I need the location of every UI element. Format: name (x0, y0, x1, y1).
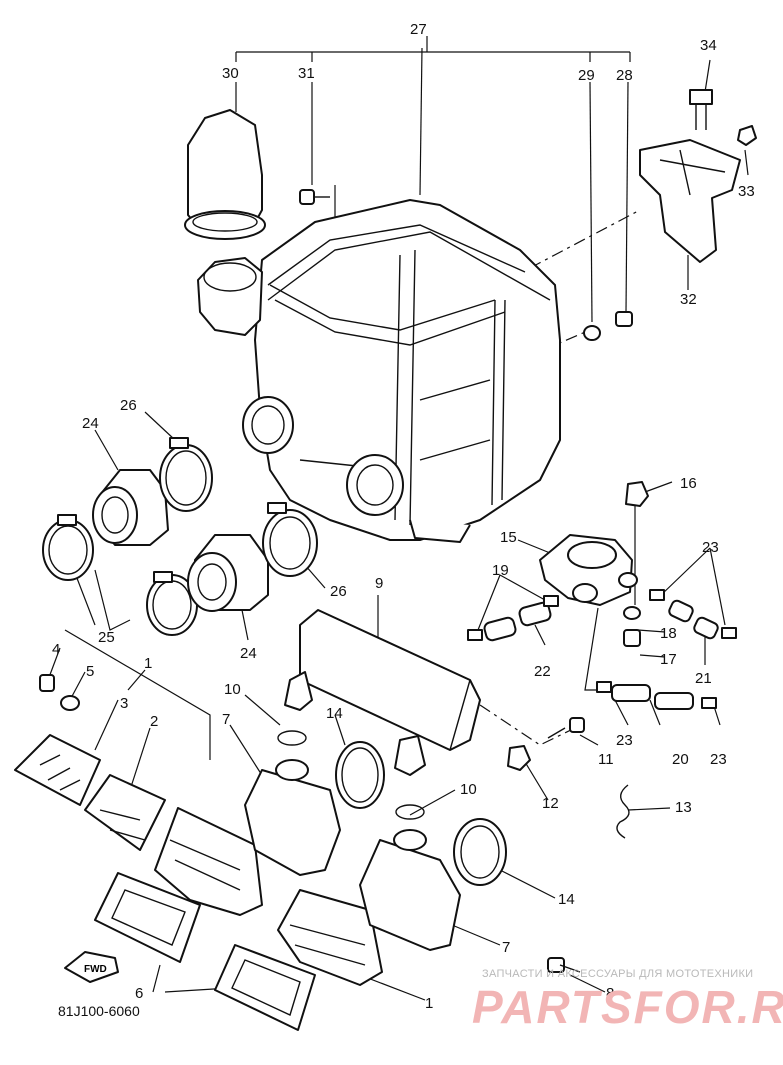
label-10-upper: 10 (224, 681, 241, 698)
label-9: 9 (375, 575, 383, 592)
watermark-caption: ЗАПЧАСТИ И АКСЕССУАРЫ ДЛЯ МОТОТЕХНИКИ (482, 968, 754, 980)
label-10-lower: 10 (460, 781, 477, 798)
label-25: 25 (98, 629, 115, 646)
label-21: 21 (695, 670, 712, 687)
joint-24-clamp-26-upper (92, 437, 213, 546)
label-13: 13 (675, 799, 692, 816)
label-6: 6 (135, 985, 143, 1002)
label-19: 19 (492, 562, 509, 579)
label-34: 34 (700, 37, 717, 54)
reed-block-1 (154, 807, 383, 986)
gaskets-6 (94, 872, 316, 1031)
label-32: 32 (680, 291, 697, 308)
label-28: 28 (616, 67, 633, 84)
watermark-logo: PARTSFOR.RU (472, 981, 783, 1033)
hoses-and-clips (467, 589, 737, 710)
airbox-assembly (197, 199, 561, 543)
label-2: 2 (150, 713, 158, 730)
fasteners-bottom (507, 717, 630, 973)
label-5: 5 (86, 663, 94, 680)
label-1-lower: 1 (425, 995, 433, 1012)
silencer-9 (284, 609, 481, 776)
label-23-right: 23 (710, 751, 727, 768)
label-18: 18 (660, 625, 677, 642)
label-23-upper: 23 (702, 539, 719, 556)
label-22: 22 (534, 663, 551, 680)
label-27: 27 (410, 21, 427, 38)
label-16: 16 (680, 475, 697, 492)
reed-valve-parts (14, 674, 166, 851)
label-12: 12 (542, 795, 559, 812)
label-8: 8 (606, 985, 614, 1002)
pump-assembly-15 (539, 481, 649, 647)
label-24-upper: 24 (82, 415, 99, 432)
bracket-32 (639, 139, 741, 263)
label-17: 17 (660, 651, 677, 668)
label-7-upper: 7 (222, 711, 230, 728)
label-31: 31 (298, 65, 315, 82)
label-14-upper: 14 (326, 705, 343, 722)
label-33: 33 (738, 183, 755, 200)
clamps-14-rings-10 (277, 730, 507, 886)
label-11: 11 (598, 751, 614, 768)
label-26-lower: 26 (330, 583, 347, 600)
label-29: 29 (578, 67, 595, 84)
intake-duct-30 (184, 109, 266, 240)
label-3: 3 (120, 695, 128, 712)
fasteners-top (299, 89, 757, 341)
label-14-lower: 14 (558, 891, 575, 908)
label-24-lower: 24 (240, 645, 257, 662)
manifold-7 (244, 759, 461, 951)
part-labels: 27 30 31 29 28 34 33 32 24 26 24 26 25 1… (52, 21, 755, 1012)
label-4: 4 (52, 641, 60, 658)
label-23-middle: 23 (616, 732, 633, 749)
label-26-upper: 26 (120, 397, 137, 414)
joint-24-clamp-26-lower (187, 502, 318, 612)
label-7-lower: 7 (502, 939, 510, 956)
diagram-code: 81J100-6060 (58, 1003, 140, 1019)
label-30: 30 (222, 65, 239, 82)
fwd-arrow: FWD (64, 951, 119, 983)
fwd-label: FWD (84, 964, 107, 975)
label-20: 20 (672, 751, 689, 768)
clamps-25 (42, 514, 198, 636)
label-1-upper: 1 (144, 655, 152, 672)
label-15: 15 (500, 529, 517, 546)
leader-lines (47, 36, 749, 1001)
